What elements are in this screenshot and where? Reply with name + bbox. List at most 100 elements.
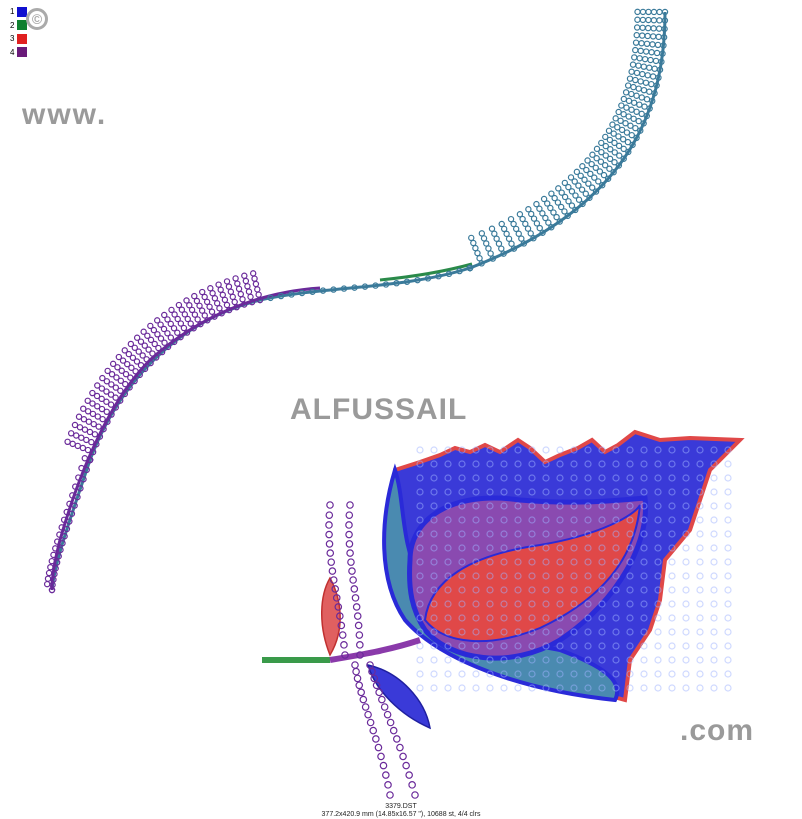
swoosh-bead — [131, 344, 138, 351]
flower-stitch-dot — [472, 516, 480, 524]
swoosh-bead — [60, 516, 68, 524]
flower-stitch-dot — [654, 642, 662, 650]
flower-stitch-dot — [710, 586, 718, 594]
swoosh-bead — [89, 448, 97, 456]
swoosh-bead — [89, 389, 96, 397]
flower-stitch-dot — [710, 446, 718, 454]
swoosh-bead — [588, 184, 596, 191]
swoosh-bead — [639, 8, 647, 16]
flower-stitch-dot — [500, 628, 508, 636]
flower-stitch-dot — [710, 614, 718, 622]
flower-stitch-dot — [416, 670, 424, 678]
flower-stitch-dot — [542, 530, 550, 538]
flower-stitch-dot — [654, 544, 662, 552]
swoosh-bead — [131, 377, 138, 385]
flower-stitch-dot — [626, 558, 634, 566]
swoosh-bead — [585, 180, 592, 187]
flower-stitch-dot — [598, 460, 606, 468]
tendril-bead — [352, 603, 361, 611]
flower-stitch-dot — [598, 572, 606, 580]
swoosh-bead — [655, 25, 663, 32]
swoosh-bead — [631, 54, 638, 61]
swoosh-bead — [610, 130, 617, 137]
flower-stitch-dot — [584, 614, 592, 622]
flower-stitch-dot — [430, 460, 438, 468]
swoosh-bead — [208, 308, 216, 315]
swoosh-bead — [245, 288, 253, 295]
flower-stitch-dot — [556, 572, 564, 580]
swoosh-bead — [424, 275, 432, 282]
tendril-bead — [408, 781, 416, 789]
swoosh-bead — [584, 157, 591, 164]
flower-stitch-dot — [640, 572, 648, 580]
flower-red-leaf — [321, 576, 341, 657]
flower-stitch-dot — [430, 446, 438, 454]
flower-stitch-dot — [556, 544, 564, 552]
flower-stitch-dot — [430, 642, 438, 650]
flower-stitch-dot — [430, 656, 438, 664]
swoosh-bead — [213, 300, 221, 307]
swoosh-bead — [164, 330, 171, 337]
swoosh-bead — [612, 115, 619, 122]
flower-stitch-dot — [724, 544, 732, 552]
flower-stitch-dot — [710, 642, 718, 650]
flower-stitch-dot — [528, 600, 536, 608]
swoosh-bead — [544, 200, 551, 207]
flower-stitch-dot — [598, 488, 606, 496]
swoosh-bead — [99, 415, 106, 423]
swoosh-bead — [548, 190, 555, 197]
swoosh-bead — [135, 348, 142, 355]
tendril-bead — [382, 771, 390, 779]
swoosh-bead — [572, 206, 579, 214]
flower-stitch-dot — [528, 614, 536, 622]
flower-stitch-dot — [640, 642, 648, 650]
flower-stitch-dot — [458, 628, 466, 636]
swoosh-bead — [634, 8, 641, 16]
swoosh-bead — [565, 198, 572, 205]
flower-stitch-dot — [682, 544, 690, 552]
flower-stitch-dot — [500, 530, 508, 538]
swoosh-bead — [620, 155, 627, 162]
tendril-bead — [364, 710, 372, 719]
swoosh-bead — [234, 280, 241, 287]
tendril-bead — [328, 567, 337, 575]
flower-stitch-dot — [528, 516, 536, 524]
flower-stitch-dot — [598, 544, 606, 552]
flower-stitch-dot — [472, 642, 480, 650]
swoosh-bead — [630, 83, 637, 91]
swoosh-bead — [505, 235, 513, 242]
tendril-bead — [359, 695, 368, 704]
flower-stitch-dot — [486, 670, 494, 678]
flower-stitch-dot — [514, 642, 522, 650]
flower-stitch-dot — [556, 600, 564, 608]
swoosh-bead — [157, 335, 165, 342]
swoosh-bead — [630, 115, 637, 122]
swoosh-bead — [170, 325, 178, 332]
tendril-bead — [353, 612, 362, 620]
swoosh-bead — [632, 124, 639, 132]
swoosh-bead — [221, 296, 229, 304]
swoosh-bead — [527, 230, 534, 237]
swoosh-bead — [209, 290, 216, 297]
flower-stitch-dot — [668, 670, 676, 678]
flower-stitch-dot — [682, 446, 690, 454]
tendril-bead — [383, 710, 392, 719]
tendril-bead — [350, 585, 359, 593]
swoosh-bead — [104, 418, 111, 425]
swoosh-bead — [75, 413, 83, 420]
flower-stitch-dot — [626, 502, 634, 510]
swoosh-bead — [598, 148, 605, 156]
legend-row: 1 — [10, 5, 27, 19]
swoosh-border-design — [43, 8, 669, 594]
swoosh-bead — [649, 41, 656, 48]
swoosh-bead — [117, 397, 124, 404]
flower-stitch-dot — [542, 586, 550, 594]
flower-stitch-dot — [584, 656, 592, 664]
flower-stitch-dot — [682, 600, 690, 608]
swoosh-bead — [617, 117, 624, 125]
legend-number: 2 — [10, 20, 15, 30]
swoosh-bead — [648, 80, 655, 88]
flower-stitch-dot — [668, 558, 676, 566]
swoosh-bead — [188, 306, 196, 314]
flower-stitch-dot — [542, 656, 550, 664]
